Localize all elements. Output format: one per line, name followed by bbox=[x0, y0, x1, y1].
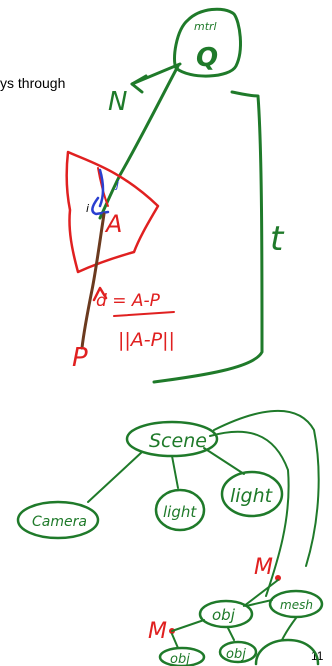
norm-label: ||A-P|| bbox=[118, 329, 175, 351]
p-label: P bbox=[72, 343, 88, 373]
mesh-child-node bbox=[254, 638, 320, 666]
camera-label: Camera bbox=[32, 514, 87, 530]
m2-label: M bbox=[148, 619, 167, 644]
surface-patch bbox=[65, 150, 160, 274]
edge-obj-m2 bbox=[171, 619, 205, 632]
edge-obj-obj3 bbox=[227, 627, 235, 641]
obj2-node bbox=[158, 646, 206, 666]
light1-node bbox=[154, 488, 206, 532]
edge-scene-obj bbox=[209, 430, 290, 597]
edge-m1-obj bbox=[243, 579, 279, 607]
obj1-label: obj bbox=[212, 606, 236, 624]
camera-node bbox=[16, 500, 100, 540]
fraction-bar bbox=[113, 311, 175, 317]
t-label: t bbox=[270, 219, 285, 259]
edge-scene-camera bbox=[87, 451, 143, 503]
light1-label: light bbox=[163, 503, 197, 521]
local-axis-j bbox=[98, 168, 105, 208]
scene-label: Scene bbox=[149, 430, 207, 452]
material-label: mtrl bbox=[194, 20, 217, 33]
normal-arrowhead bbox=[130, 74, 148, 94]
m1-label: M bbox=[254, 555, 273, 580]
t-bracket bbox=[152, 90, 264, 384]
incoming-ray-arrowhead bbox=[92, 286, 108, 302]
a-label: A bbox=[104, 210, 122, 238]
light2-label: light bbox=[230, 485, 274, 507]
mesh-label: mesh bbox=[280, 598, 313, 612]
edge-scene-light1 bbox=[171, 455, 179, 489]
n-label: N bbox=[108, 87, 127, 117]
ray-to-q bbox=[98, 64, 180, 220]
incoming-ray bbox=[80, 212, 106, 350]
obj1-node bbox=[198, 599, 254, 629]
edge-scene-mesh bbox=[213, 409, 320, 567]
i-label: i bbox=[86, 202, 89, 215]
d-equation: d = A-P bbox=[96, 291, 161, 311]
edge-scene-light2 bbox=[203, 447, 245, 475]
j-label: j bbox=[114, 178, 120, 191]
obj2-label: obj bbox=[170, 652, 190, 666]
m1-dot bbox=[275, 575, 281, 581]
light2-node bbox=[220, 470, 284, 518]
obj3-node bbox=[218, 640, 258, 664]
q-label: Q bbox=[196, 43, 218, 73]
edge-mesh-child bbox=[281, 617, 297, 641]
mesh-node bbox=[268, 589, 324, 619]
obj3-label: obj bbox=[226, 647, 246, 662]
edge-obj-mesh bbox=[245, 599, 273, 607]
material-box bbox=[173, 7, 242, 78]
local-axis-i bbox=[91, 196, 110, 216]
edge-m2-obj2 bbox=[171, 633, 179, 649]
slide-text-fragment: ys through bbox=[0, 75, 66, 91]
